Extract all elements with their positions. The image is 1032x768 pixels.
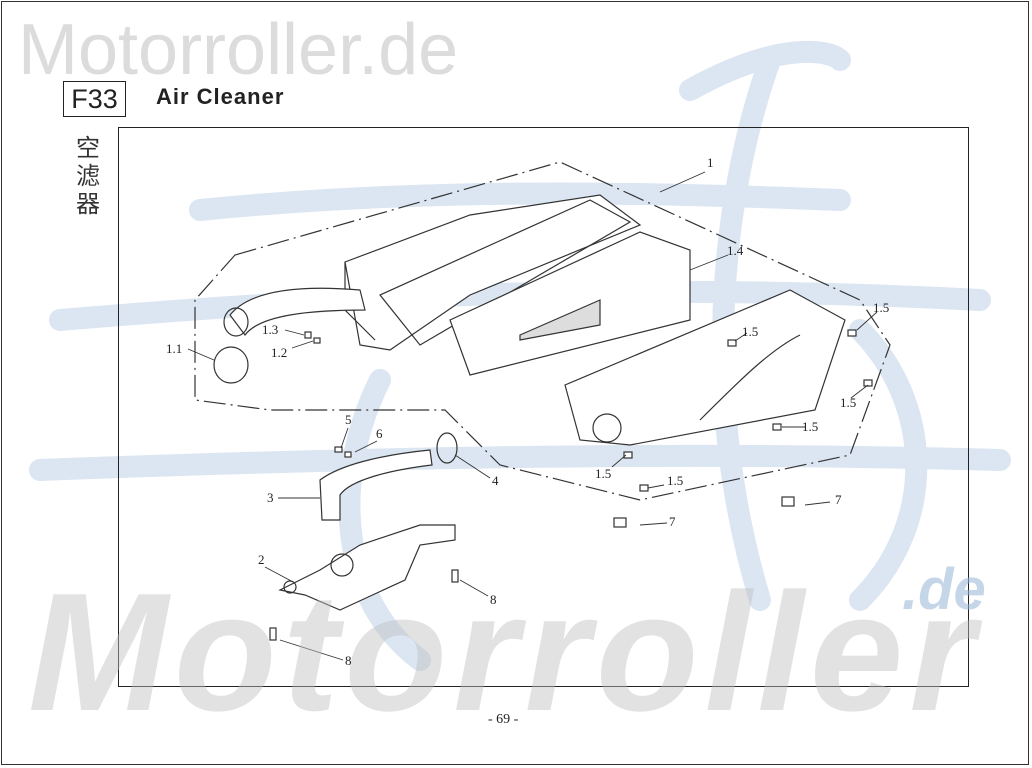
watermark-bottom-suffix: .de <box>902 557 986 622</box>
diagram-frame <box>118 127 969 687</box>
bracket <box>278 524 456 611</box>
clamp-1-1 <box>213 346 249 384</box>
callout-4: 4 <box>492 473 499 488</box>
callout-5: 5 <box>345 412 352 427</box>
callout-1-5: 1.5 <box>667 473 684 488</box>
page-title: Air Cleaner <box>156 84 285 109</box>
housing-upper <box>344 194 642 351</box>
filter-element <box>449 231 691 376</box>
callout-2: 2 <box>258 552 265 567</box>
callout-8: 8 <box>490 592 497 607</box>
screws <box>269 329 873 641</box>
assembly-outline <box>194 161 891 501</box>
callout-1-5: 1.5 <box>742 324 759 339</box>
cn-char: 滤 <box>76 162 100 190</box>
clamp-4 <box>436 432 458 464</box>
callout-1-4: 1.4 <box>727 243 744 258</box>
section-code: F33 <box>63 81 126 117</box>
watermark-top: Motorroller.de <box>18 10 459 90</box>
callout-1-5: 1.5 <box>873 300 890 315</box>
page-number: - 69 - <box>488 712 519 727</box>
callout-8: 8 <box>345 653 352 668</box>
callout-1-5: 1.5 <box>840 395 857 410</box>
callout-6: 6 <box>376 426 383 441</box>
cover <box>564 289 846 446</box>
callout-1-5: 1.5 <box>802 419 819 434</box>
hose <box>319 449 433 521</box>
intake-duct <box>229 287 366 336</box>
callout-3: 3 <box>267 490 274 505</box>
leader-lines <box>187 171 878 661</box>
watermark-bottom: Motorroller <box>28 558 981 746</box>
callout-7: 7 <box>669 514 676 529</box>
callout-1-2: 1.2 <box>271 345 288 360</box>
callout-1: 1 <box>707 155 714 170</box>
callout-7: 7 <box>835 492 842 507</box>
callout-1-3: 1.3 <box>262 322 279 337</box>
cn-char: 器 <box>76 190 100 218</box>
callout-1-1: 1.1 <box>166 341 183 356</box>
chinese-title: 空 滤 器 <box>76 134 106 218</box>
callout-1-5: 1.5 <box>595 466 612 481</box>
cn-char: 空 <box>76 134 100 162</box>
